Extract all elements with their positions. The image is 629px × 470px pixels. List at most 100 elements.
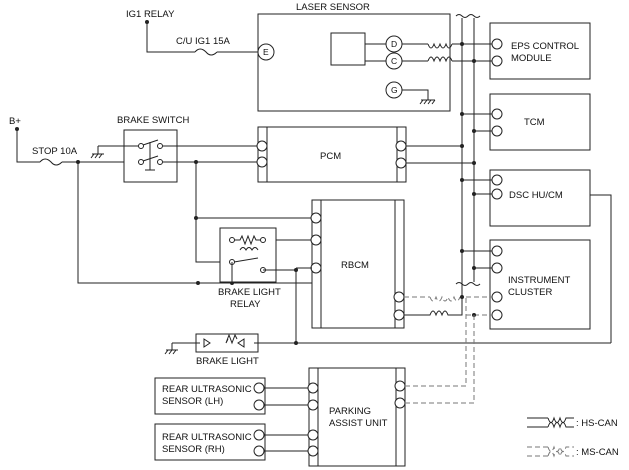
eps-label-1: EPS CONTROL bbox=[511, 41, 579, 52]
hs-can-bus-lines bbox=[461, 18, 475, 282]
connector bbox=[393, 291, 405, 303]
connector bbox=[307, 429, 319, 441]
connector bbox=[394, 397, 406, 409]
bus-break-bottom bbox=[455, 282, 481, 286]
sensor-rh-label-2: SENSOR (RH) bbox=[162, 444, 225, 455]
rear-ultrasonic-sensor-rh: REAR ULTRASONIC SENSOR (RH) bbox=[154, 423, 310, 461]
rbcm: RBCM bbox=[310, 199, 405, 329]
pau-label-1: PARKING bbox=[329, 406, 371, 417]
b-plus-label: B+ bbox=[9, 116, 21, 127]
pin-d-label: D bbox=[391, 39, 397, 49]
wire bbox=[266, 127, 398, 182]
connector bbox=[307, 382, 319, 394]
connector bbox=[310, 234, 322, 246]
rbcm-hs-can-wire bbox=[404, 282, 463, 317]
wire bbox=[231, 262, 276, 283]
switch-contact bbox=[229, 237, 235, 243]
laser-module-leads bbox=[365, 43, 386, 62]
pcm-box bbox=[257, 126, 407, 183]
connector bbox=[253, 382, 265, 394]
connector bbox=[394, 380, 406, 392]
switch-contact bbox=[157, 143, 163, 149]
brake-light-label: BRAKE LIGHT bbox=[196, 356, 259, 367]
dsc-can-wires bbox=[462, 179, 492, 195]
connector bbox=[256, 140, 268, 152]
instrument-box bbox=[489, 239, 591, 330]
connector bbox=[491, 262, 503, 274]
ground-wire-g bbox=[402, 89, 429, 100]
rbcm-label: RBCM bbox=[341, 260, 369, 271]
pin-e bbox=[257, 43, 275, 61]
cu-ig1-fuse-label: C/U IG1 15A bbox=[176, 36, 231, 47]
sensor-lh-label-2: SENSOR (LH) bbox=[162, 396, 223, 407]
relay-resistor bbox=[234, 234, 261, 246]
relay-out-junction bbox=[294, 268, 298, 272]
stop-fuse-label: STOP 10A bbox=[32, 146, 78, 157]
bus-break-top bbox=[455, 14, 481, 18]
eps-box bbox=[489, 22, 591, 80]
ig1-relay-label: IG1 RELAY bbox=[126, 9, 175, 20]
laser-hs-can-twist bbox=[427, 42, 453, 63]
legend-hs-can-symbol bbox=[547, 416, 574, 429]
dsc-right-wire bbox=[590, 194, 612, 343]
parking-assist-unit: PARKING ASSIST UNIT bbox=[307, 297, 475, 467]
laser-can-stub bbox=[402, 43, 428, 62]
switch-contact bbox=[138, 159, 144, 165]
cu-ig1-fuse-symbol bbox=[194, 48, 218, 56]
wire-junction bbox=[196, 281, 200, 285]
brake-light-box bbox=[195, 333, 259, 353]
pcm-label: PCM bbox=[320, 151, 341, 162]
brake-light-symbols bbox=[203, 333, 245, 348]
relay-to-brake-light-wire bbox=[276, 269, 490, 344]
switch-contact bbox=[157, 159, 163, 165]
instrument-label-2: CLUSTER bbox=[508, 287, 552, 298]
laser-sensor: LASER SENSOR E D C G bbox=[257, 2, 474, 112]
laser-sensor-label: LASER SENSOR bbox=[296, 2, 370, 13]
connector bbox=[491, 38, 503, 50]
pin-e-label: E bbox=[263, 47, 269, 57]
brake-switch-label: BRAKE SWITCH bbox=[117, 115, 189, 126]
ig1-feed-wire bbox=[146, 22, 258, 53]
pau-ms-can-wires bbox=[405, 297, 475, 404]
rbcm-box bbox=[311, 199, 405, 329]
wire bbox=[264, 387, 310, 406]
connector bbox=[491, 55, 503, 67]
connector bbox=[253, 445, 265, 457]
dsc-hu-cm: DSC HU/CM bbox=[462, 169, 612, 343]
tcm-label: TCM bbox=[524, 117, 545, 128]
connector bbox=[491, 125, 503, 137]
rbcm-ms-can-twist bbox=[429, 295, 461, 302]
connector bbox=[307, 399, 319, 411]
legend-ms-can-symbol bbox=[547, 445, 574, 458]
tcm-box bbox=[489, 93, 591, 151]
eps-can-wires bbox=[462, 43, 492, 62]
pin-c-label: C bbox=[391, 56, 397, 66]
connector bbox=[491, 188, 503, 200]
rbcm-ms-can-wires bbox=[404, 296, 492, 316]
connector bbox=[253, 429, 265, 441]
instrument-label-1: INSTRUMENT bbox=[508, 275, 570, 286]
wire bbox=[264, 434, 310, 452]
brake-light-relay: BRAKE LIGHT RELAY bbox=[218, 227, 281, 310]
wire bbox=[527, 417, 548, 428]
hs-can-bus bbox=[455, 14, 481, 286]
dsc-label: DSC HU/CM bbox=[509, 190, 563, 201]
brake-switch-contacts bbox=[142, 139, 159, 171]
connector bbox=[310, 262, 322, 274]
stop-fuse-symbol bbox=[39, 158, 63, 166]
pin-g-label: G bbox=[391, 85, 398, 95]
eps-control-module: EPS CONTROL MODULE bbox=[462, 22, 591, 80]
connector bbox=[253, 399, 265, 411]
legend-hs-can-label: : HS-CAN bbox=[576, 418, 618, 429]
legend-ms-can-label: : MS-CAN bbox=[576, 447, 619, 458]
pau-label-2: ASSIST UNIT bbox=[329, 418, 388, 429]
eps-label-2: MODULE bbox=[511, 53, 552, 64]
connector bbox=[256, 156, 268, 168]
brake-light-relay-label-1: BRAKE LIGHT bbox=[218, 287, 281, 298]
sensor-rh-label-1: REAR ULTRASONIC bbox=[162, 432, 252, 443]
sensor-lh-label-1: REAR ULTRASONIC bbox=[162, 384, 252, 395]
tcm-can-wires bbox=[462, 113, 492, 132]
rear-ultrasonic-sensor-lh: REAR ULTRASONIC SENSOR (LH) bbox=[154, 377, 310, 415]
laser-hs-can-out bbox=[452, 43, 474, 62]
